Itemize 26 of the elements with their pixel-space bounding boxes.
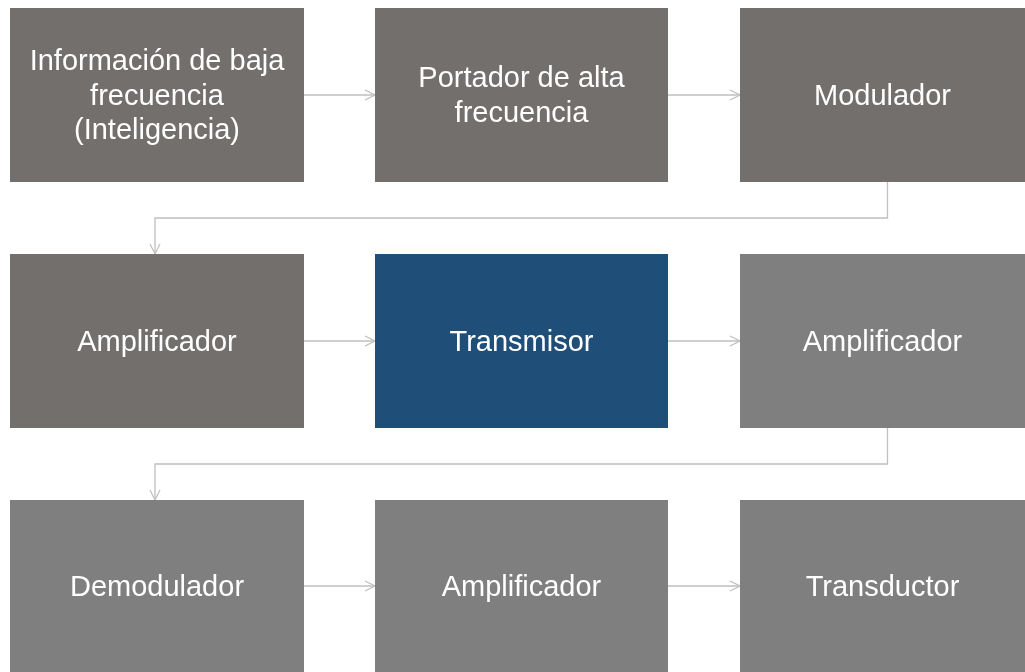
process-box	[10, 254, 304, 428]
arrow	[303, 335, 376, 347]
arrow	[667, 335, 741, 347]
process-box	[10, 8, 304, 182]
box-label: Amplificador	[802, 323, 963, 359]
box-label: Transmisor	[449, 323, 594, 359]
arrow	[149, 427, 889, 501]
box-label: Información de baja frecuencia (Inteligencia)	[28, 42, 286, 148]
box-label: Amplificador	[441, 568, 602, 604]
arrow	[303, 89, 376, 101]
box-label: Transductor	[805, 568, 960, 604]
box-label: Demodulador	[69, 568, 245, 604]
arrow	[667, 580, 741, 592]
process-box	[375, 500, 668, 672]
process-box	[740, 500, 1025, 672]
process-box	[375, 254, 668, 428]
box-label: Modulador	[814, 77, 951, 113]
box-label: Amplificador	[77, 323, 237, 359]
arrow	[667, 89, 741, 101]
process-box	[10, 500, 304, 672]
arrow	[149, 181, 889, 255]
process-box	[740, 8, 1025, 182]
process-box	[740, 254, 1025, 428]
process-box	[375, 8, 668, 182]
arrow	[303, 580, 376, 592]
box-label: Portador de alta frecuencia	[417, 60, 626, 130]
